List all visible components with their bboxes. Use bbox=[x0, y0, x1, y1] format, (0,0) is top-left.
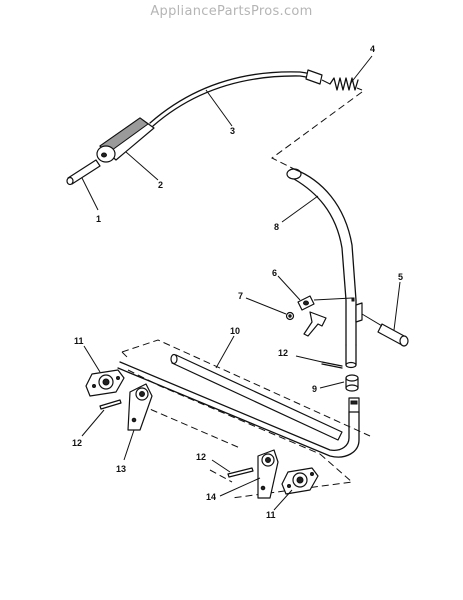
callout-4: 4 bbox=[370, 44, 375, 54]
callout-12-right: 12 bbox=[278, 348, 288, 358]
shaft-part bbox=[170, 353, 343, 441]
roll-pin-part bbox=[321, 361, 343, 369]
callout-14: 14 bbox=[206, 492, 216, 502]
callout-5: 5 bbox=[398, 272, 403, 282]
callout-3: 3 bbox=[230, 126, 235, 136]
bushing-part bbox=[345, 374, 359, 392]
callout-7: 7 bbox=[238, 291, 243, 301]
callout-10: 10 bbox=[230, 326, 240, 336]
watermark-text: AppliancePartsPros.com bbox=[150, 4, 313, 19]
callout-6: 6 bbox=[272, 268, 277, 278]
callout-2: 2 bbox=[158, 180, 163, 190]
callout-1: 1 bbox=[96, 214, 101, 224]
callout-12-lower: 12 bbox=[196, 452, 206, 462]
arm-left bbox=[99, 383, 153, 431]
callout-8: 8 bbox=[274, 222, 279, 232]
callout-13: 13 bbox=[116, 464, 126, 474]
callout-9: 9 bbox=[312, 384, 317, 394]
arm-right bbox=[227, 449, 279, 499]
callout-labels: 1 2 3 4 5 6 7 8 9 10 11 11 12 12 12 13 1… bbox=[72, 44, 403, 520]
pin-part bbox=[66, 159, 101, 186]
callout-11-right: 11 bbox=[266, 510, 276, 520]
nut-part bbox=[285, 311, 295, 321]
callout-11-left: 11 bbox=[74, 336, 84, 346]
flange-bearing-left bbox=[85, 369, 125, 397]
sleeve-part bbox=[361, 313, 409, 347]
spring-part bbox=[321, 77, 363, 91]
callout-12-left: 12 bbox=[72, 438, 82, 448]
bent-rod-part bbox=[286, 168, 363, 369]
leader-lines bbox=[81, 55, 401, 511]
lower-rod-part bbox=[117, 361, 360, 458]
flange-bearing-right bbox=[281, 467, 319, 495]
handle-part bbox=[96, 117, 155, 163]
lever-part bbox=[297, 295, 353, 337]
cable-assembly bbox=[66, 69, 363, 186]
